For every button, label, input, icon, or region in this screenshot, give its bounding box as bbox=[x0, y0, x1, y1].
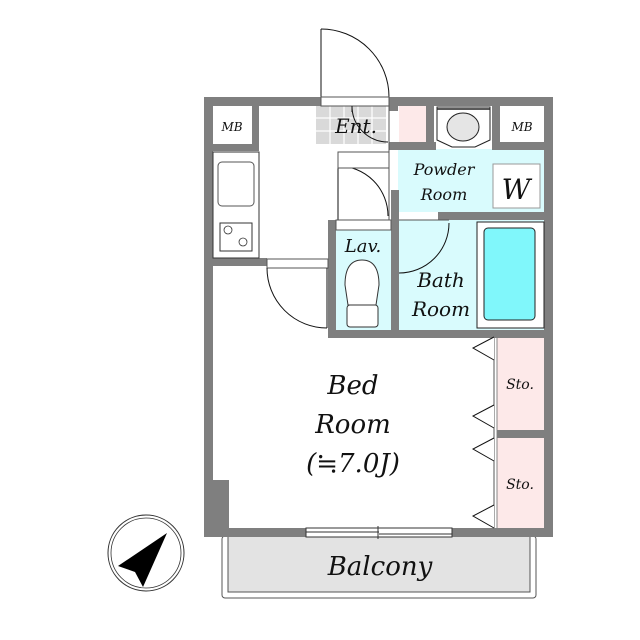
toilet bbox=[344, 259, 380, 328]
kitchen-counter bbox=[212, 151, 260, 259]
shoe-box bbox=[399, 105, 426, 142]
balcony-label: Balcony bbox=[327, 552, 433, 582]
bath-room-label-1: Bath bbox=[416, 268, 465, 292]
storage-doors bbox=[471, 336, 495, 529]
storage-2-area bbox=[497, 438, 544, 528]
meter-box-left bbox=[213, 106, 252, 144]
doors bbox=[266, 28, 450, 329]
storage-1-label: Sto. bbox=[506, 377, 534, 393]
meter-box-left-label: MB bbox=[220, 120, 242, 134]
entrance-label: Ent. bbox=[334, 114, 377, 138]
bath-room-label-2: Room bbox=[411, 297, 470, 321]
storage-1-area bbox=[497, 337, 544, 430]
balcony-window bbox=[305, 526, 453, 539]
storage-2-label: Sto. bbox=[506, 477, 534, 493]
washbasin bbox=[436, 106, 491, 148]
bathtub bbox=[476, 221, 545, 329]
powder-room-label-1: Powder bbox=[413, 160, 476, 179]
meter-box-right-label: MB bbox=[510, 120, 532, 134]
washer-space bbox=[492, 163, 541, 209]
lavatory-label: Lav. bbox=[344, 236, 381, 257]
entrance-tile bbox=[316, 106, 386, 144]
meter-box-right bbox=[500, 106, 544, 142]
washer-label: W bbox=[502, 173, 533, 206]
powder-room-label-2: Room bbox=[420, 185, 467, 204]
bed-room-label-2: Room bbox=[314, 410, 391, 440]
north-arrow-icon bbox=[107, 514, 185, 592]
walls bbox=[204, 97, 553, 537]
balcony bbox=[221, 535, 537, 599]
bed-room-label-1: Bed bbox=[326, 371, 378, 401]
bed-room-size: (≒7.0J) bbox=[306, 449, 400, 479]
